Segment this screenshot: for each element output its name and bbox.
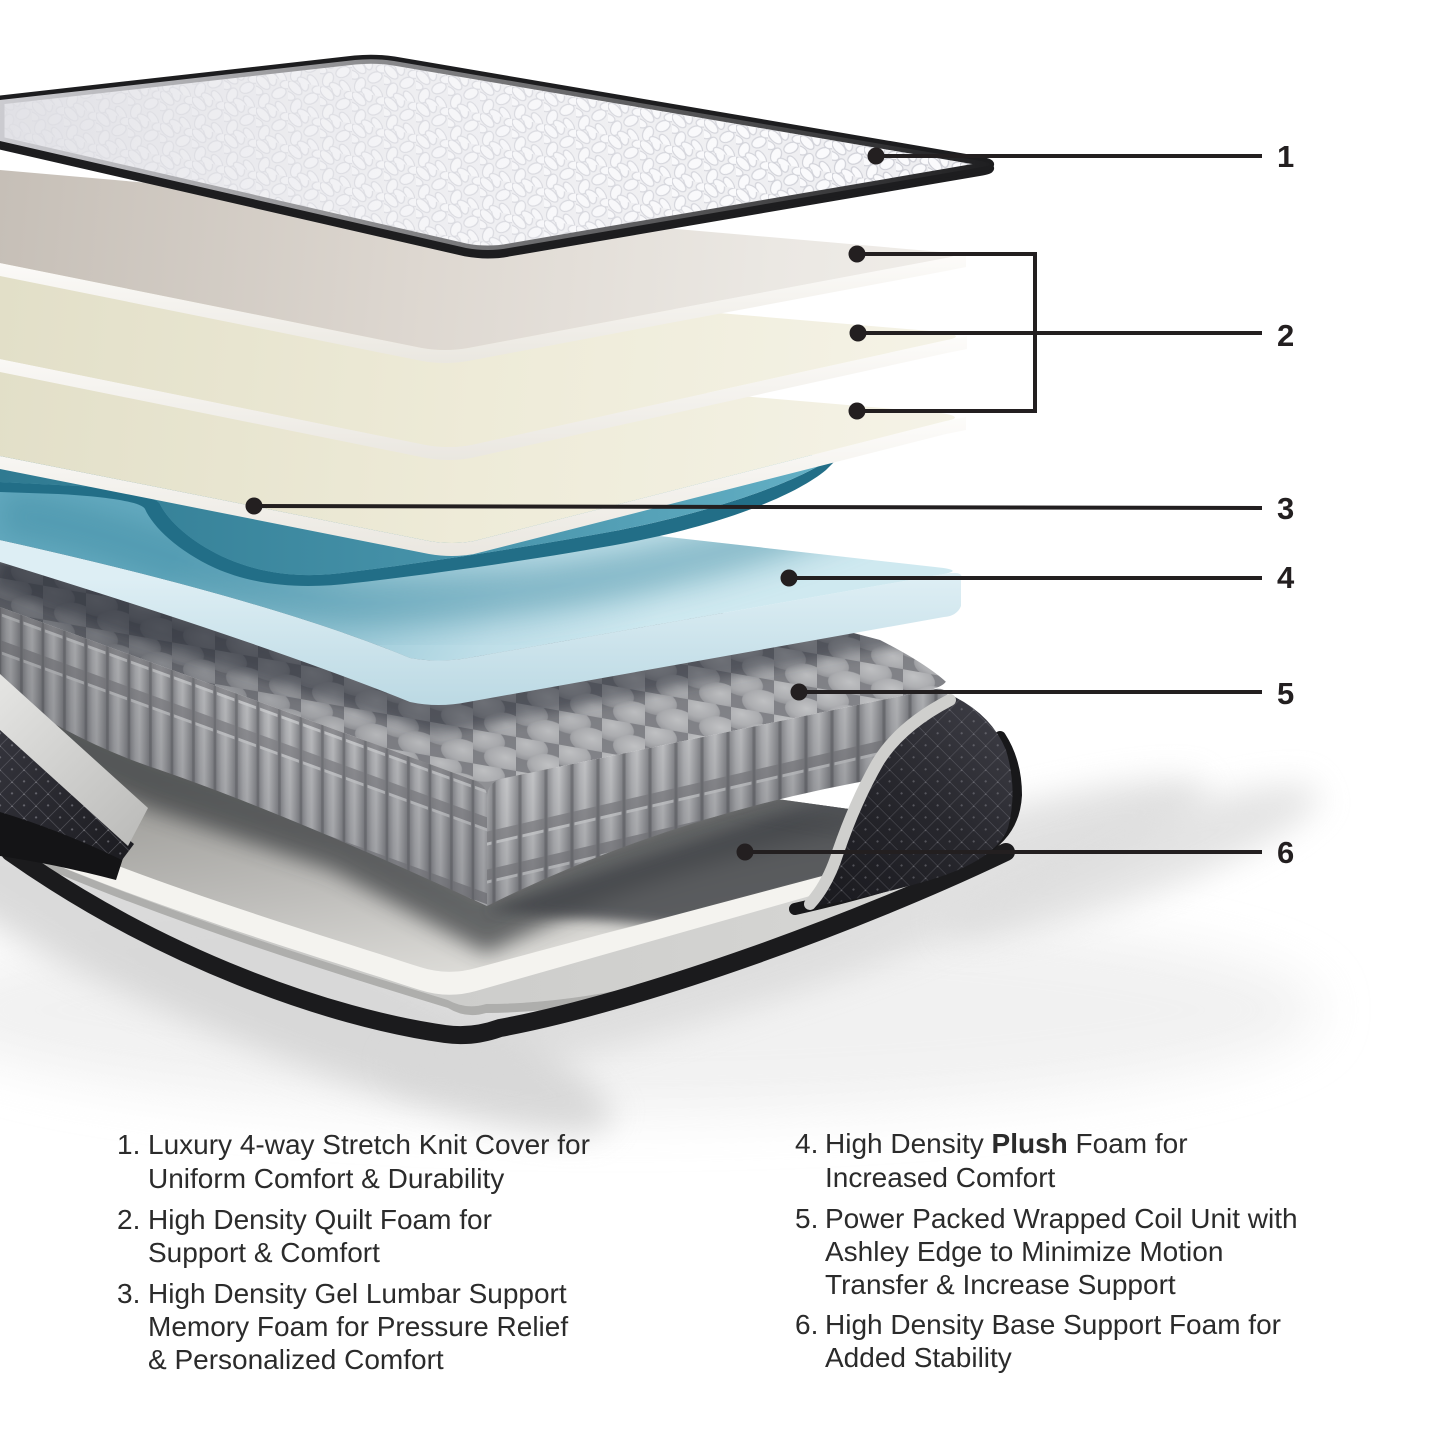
svg-text:5.: 5. <box>795 1203 818 1234</box>
svg-text:Power Packed Wrapped Coil Unit: Power Packed Wrapped Coil Unit with <box>825 1203 1298 1234</box>
svg-text:Luxury 4-way Stretch Knit Cove: Luxury 4-way Stretch Knit Cover for <box>148 1129 590 1160</box>
svg-text:Transfer & Increase Support: Transfer & Increase Support <box>825 1269 1176 1300</box>
svg-text:2: 2 <box>1277 318 1294 353</box>
svg-text:4.: 4. <box>795 1128 818 1159</box>
svg-text:High Density Quilt Foam for: High Density Quilt Foam for <box>148 1204 492 1235</box>
svg-text:4: 4 <box>1277 560 1295 595</box>
svg-text:& Personalized Comfort: & Personalized Comfort <box>148 1344 444 1375</box>
svg-text:High Density Plush Foam for: High Density Plush Foam for <box>825 1128 1188 1159</box>
svg-text:1.: 1. <box>117 1129 140 1160</box>
svg-text:Support & Comfort: Support & Comfort <box>148 1237 380 1268</box>
svg-text:Increased Comfort: Increased Comfort <box>825 1162 1056 1193</box>
svg-text:Memory Foam for Pressure Relie: Memory Foam for Pressure Relief <box>148 1311 568 1342</box>
svg-text:2.: 2. <box>117 1204 140 1235</box>
svg-text:High Density Base Support Foam: High Density Base Support Foam for <box>825 1309 1281 1340</box>
svg-text:High Density Gel Lumbar Suppor: High Density Gel Lumbar Support <box>148 1278 567 1309</box>
svg-text:6: 6 <box>1277 835 1294 870</box>
svg-text:Added Stability: Added Stability <box>825 1342 1012 1373</box>
svg-text:Uniform Comfort & Durability: Uniform Comfort & Durability <box>148 1163 504 1194</box>
svg-text:1: 1 <box>1277 139 1294 174</box>
svg-text:5: 5 <box>1277 676 1294 711</box>
svg-text:Ashley Edge to Minimize Motion: Ashley Edge to Minimize Motion <box>825 1236 1223 1267</box>
svg-text:3: 3 <box>1277 491 1294 526</box>
svg-text:3.: 3. <box>117 1278 140 1309</box>
svg-text:6.: 6. <box>795 1309 818 1340</box>
